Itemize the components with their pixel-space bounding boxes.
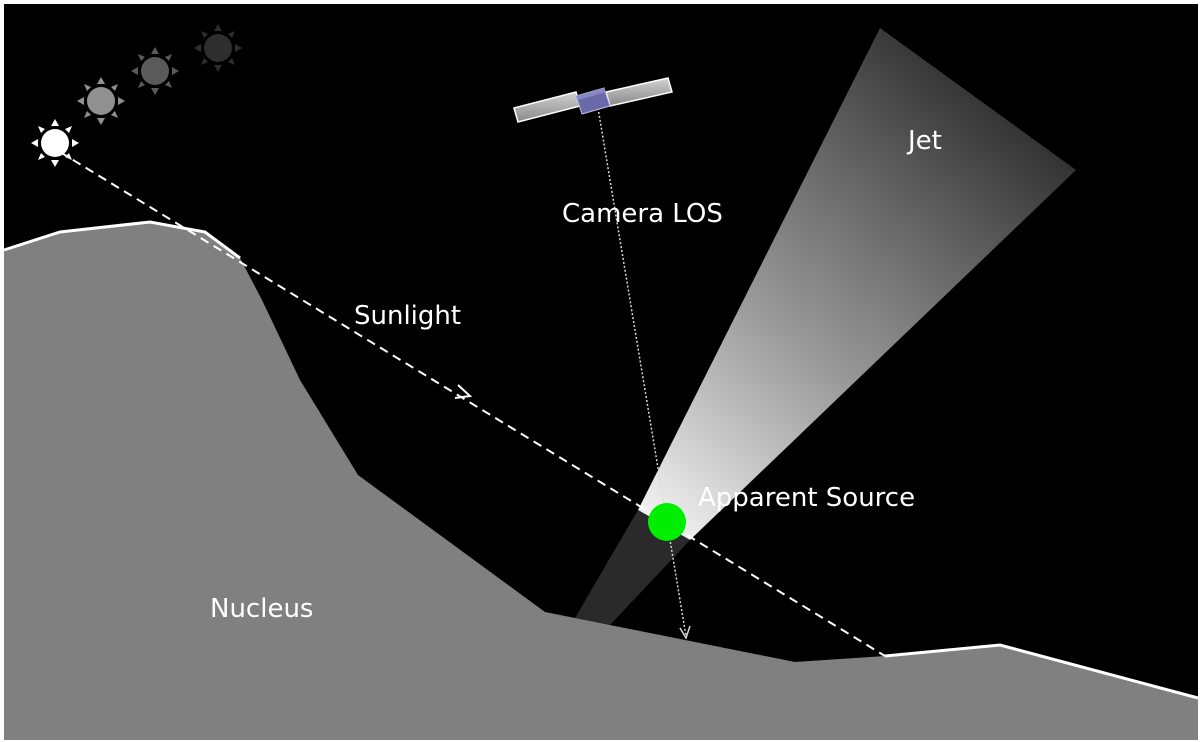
sun-icon <box>77 77 125 125</box>
sun-icon <box>194 24 242 72</box>
sunlight-ray <box>59 151 886 657</box>
label-apparent-source: Apparent Source <box>698 483 915 513</box>
jet-cone <box>638 28 1076 540</box>
sun-icon <box>131 47 179 95</box>
camera-los-arrowhead <box>679 625 691 640</box>
sun-icon <box>31 119 79 167</box>
label-sunlight: Sunlight <box>354 301 461 331</box>
nucleus-lit-rim-left <box>3 220 241 260</box>
nucleus-lit-rim-right <box>884 643 1199 700</box>
nucleus-shape <box>4 222 1198 740</box>
sunlight-arrowhead <box>454 384 473 399</box>
label-jet: Jet <box>906 126 942 156</box>
spacecraft-icon <box>513 77 673 123</box>
apparent-source-marker <box>648 503 686 541</box>
label-camera-los: Camera LOS <box>562 199 723 229</box>
label-nucleus: Nucleus <box>210 594 313 624</box>
camera-los-line <box>597 107 687 637</box>
